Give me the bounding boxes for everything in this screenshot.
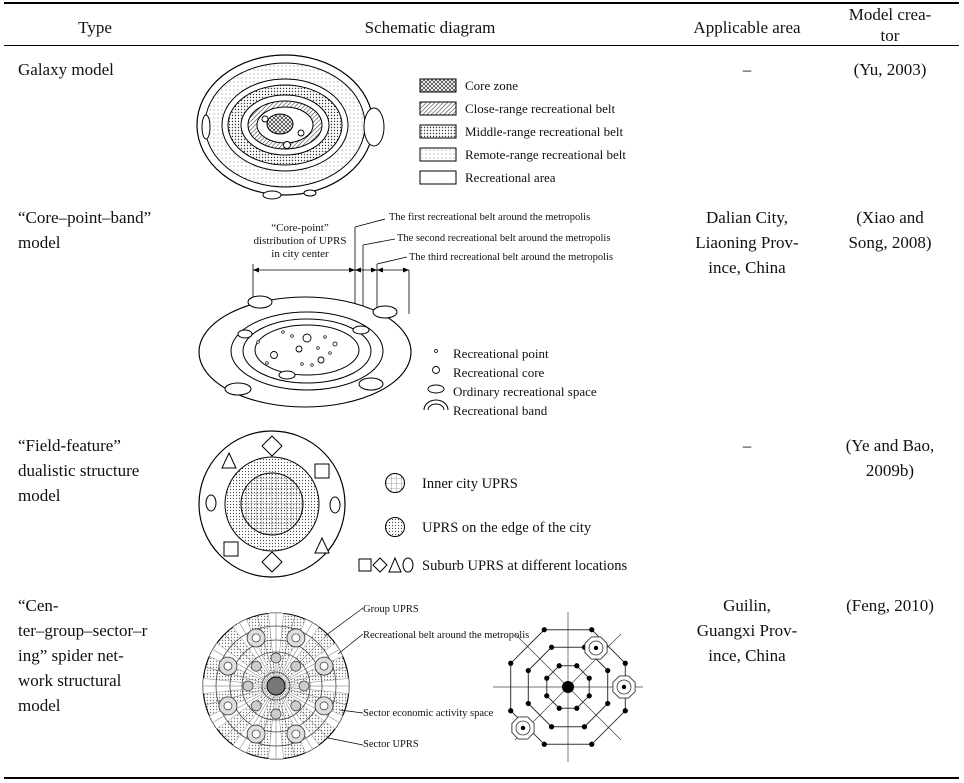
- row2-area-line1: Dalian City,: [706, 208, 788, 227]
- annotation-second-belt: The second recreational belt around the …: [397, 233, 611, 244]
- row4-creator-line: (Feng, 2010): [846, 596, 934, 615]
- row2-area: Dalian City, Liaoning Prov- ince, China: [687, 205, 807, 280]
- row2-creator: (Xiao and Song, 2008): [830, 205, 950, 255]
- annotation-group-uprs: Group UPRS: [363, 604, 419, 615]
- header-creator-line1: Model crea-: [848, 5, 932, 24]
- row2-creator-line2: Song, 2008): [848, 233, 932, 252]
- row1-type-line: Galaxy model: [18, 60, 114, 79]
- row2-area-line2: Liaoning Prov-: [695, 233, 799, 252]
- row3-creator-line1: (Ye and Bao,: [845, 436, 935, 455]
- row2-type-line2: model: [18, 233, 61, 252]
- row2-type: “Core–point–band” model: [18, 205, 151, 255]
- annotation-sector-uprs: Sector UPRS: [363, 739, 419, 750]
- row3-type: “Field-feature” dualistic structure mode…: [18, 433, 139, 508]
- galaxy-legend-core-zone: Core zone: [465, 78, 519, 93]
- row4-area-line3: ince, China: [708, 646, 786, 665]
- header-creator-line2: tor: [880, 26, 900, 45]
- annotation-recreational-belt: Recreational belt around the metropolis: [363, 630, 530, 641]
- spider-network-scheme: [493, 612, 643, 762]
- row2-area-line3: ince, China: [708, 258, 786, 277]
- row1-creator: (Yu, 2003): [830, 57, 950, 82]
- galaxy-legend-close-range: Close-range recreational belt: [465, 101, 616, 116]
- row3-creator: (Ye and Bao, 2009b): [830, 433, 950, 483]
- annotation-sector-space: Sector economic activity space: [363, 708, 494, 719]
- cpb-legend-ordinary-space: Ordinary recreational space: [453, 384, 597, 399]
- galaxy-legend-recreational-area: Recreational area: [465, 170, 556, 185]
- header-creator: Model crea- tor: [830, 4, 950, 46]
- cpb-legend-recreational-point: Recreational point: [453, 346, 549, 361]
- table-bottom-rule: [4, 777, 959, 779]
- row4-area: Guilin, Guangxi Prov- ince, China: [687, 593, 807, 668]
- header-type: Type: [78, 18, 112, 37]
- row4-type: “Cen- ter–group–sector–r ing” spider net…: [18, 593, 147, 718]
- row3-creator-line2: 2009b): [865, 461, 915, 480]
- row3-type-line1: “Field-feature”: [18, 436, 121, 455]
- core-point-band-diagram: [198, 218, 449, 411]
- row3-type-line2: dualistic structure: [18, 461, 140, 480]
- ff-legend-inner-city: Inner city UPRS: [422, 476, 518, 492]
- row4-type-line1: “Cen-: [18, 596, 59, 615]
- ff-legend-suburb: Suburb UPRS at different locations: [422, 558, 628, 574]
- galaxy-diagram: [196, 54, 457, 200]
- annotation-third-belt: The third recreational belt around the m…: [409, 252, 614, 263]
- row2-type-line1: “Core–point–band”: [18, 208, 152, 227]
- annotation-core-point-line1: “Core-point”: [271, 222, 329, 234]
- row3-area: –: [697, 433, 797, 458]
- spider-network-diagram: [202, 607, 364, 760]
- row4-area-line1: Guilin,: [723, 596, 771, 615]
- row1-area-line: –: [742, 60, 752, 79]
- row4-type-line5: model: [18, 696, 61, 715]
- header-diagram: Schematic diagram: [364, 18, 496, 37]
- field-feature-diagram: [198, 430, 414, 578]
- row4-type-line2: ter–group–sector–r: [18, 621, 148, 640]
- row4-type-line3: ing” spider net-: [18, 646, 124, 665]
- ff-legend-edge-city: UPRS on the edge of the city: [422, 520, 592, 536]
- annotation-core-point-line3: in city center: [271, 248, 329, 260]
- galaxy-legend-remote-range: Remote-range recreational belt: [465, 147, 626, 162]
- header-area: Applicable area: [693, 18, 801, 37]
- row4-area-line2: Guangxi Prov-: [696, 621, 798, 640]
- row3-area-line: –: [742, 436, 752, 455]
- row1-type: Galaxy model: [18, 57, 114, 82]
- row1-area: –: [697, 57, 797, 82]
- cpb-legend-recreational-band: Recreational band: [453, 403, 548, 418]
- annotation-core-point-line2: distribution of UPRS: [253, 235, 347, 247]
- annotation-core-point: “Core-point” distribution of UPRS in cit…: [236, 222, 364, 261]
- table-top-rule: [4, 2, 959, 4]
- row4-type-line4: work structural: [18, 671, 122, 690]
- galaxy-legend-middle-range: Middle-range recreational belt: [465, 124, 624, 139]
- row1-creator-line: (Yu, 2003): [853, 60, 927, 79]
- row4-creator: (Feng, 2010): [830, 593, 950, 618]
- cpb-legend-recreational-core: Recreational core: [453, 365, 545, 380]
- row3-type-line3: model: [18, 486, 61, 505]
- row2-creator-line1: (Xiao and: [856, 208, 924, 227]
- annotation-first-belt: The first recreational belt around the m…: [389, 212, 591, 223]
- table-header-rule: [4, 45, 959, 46]
